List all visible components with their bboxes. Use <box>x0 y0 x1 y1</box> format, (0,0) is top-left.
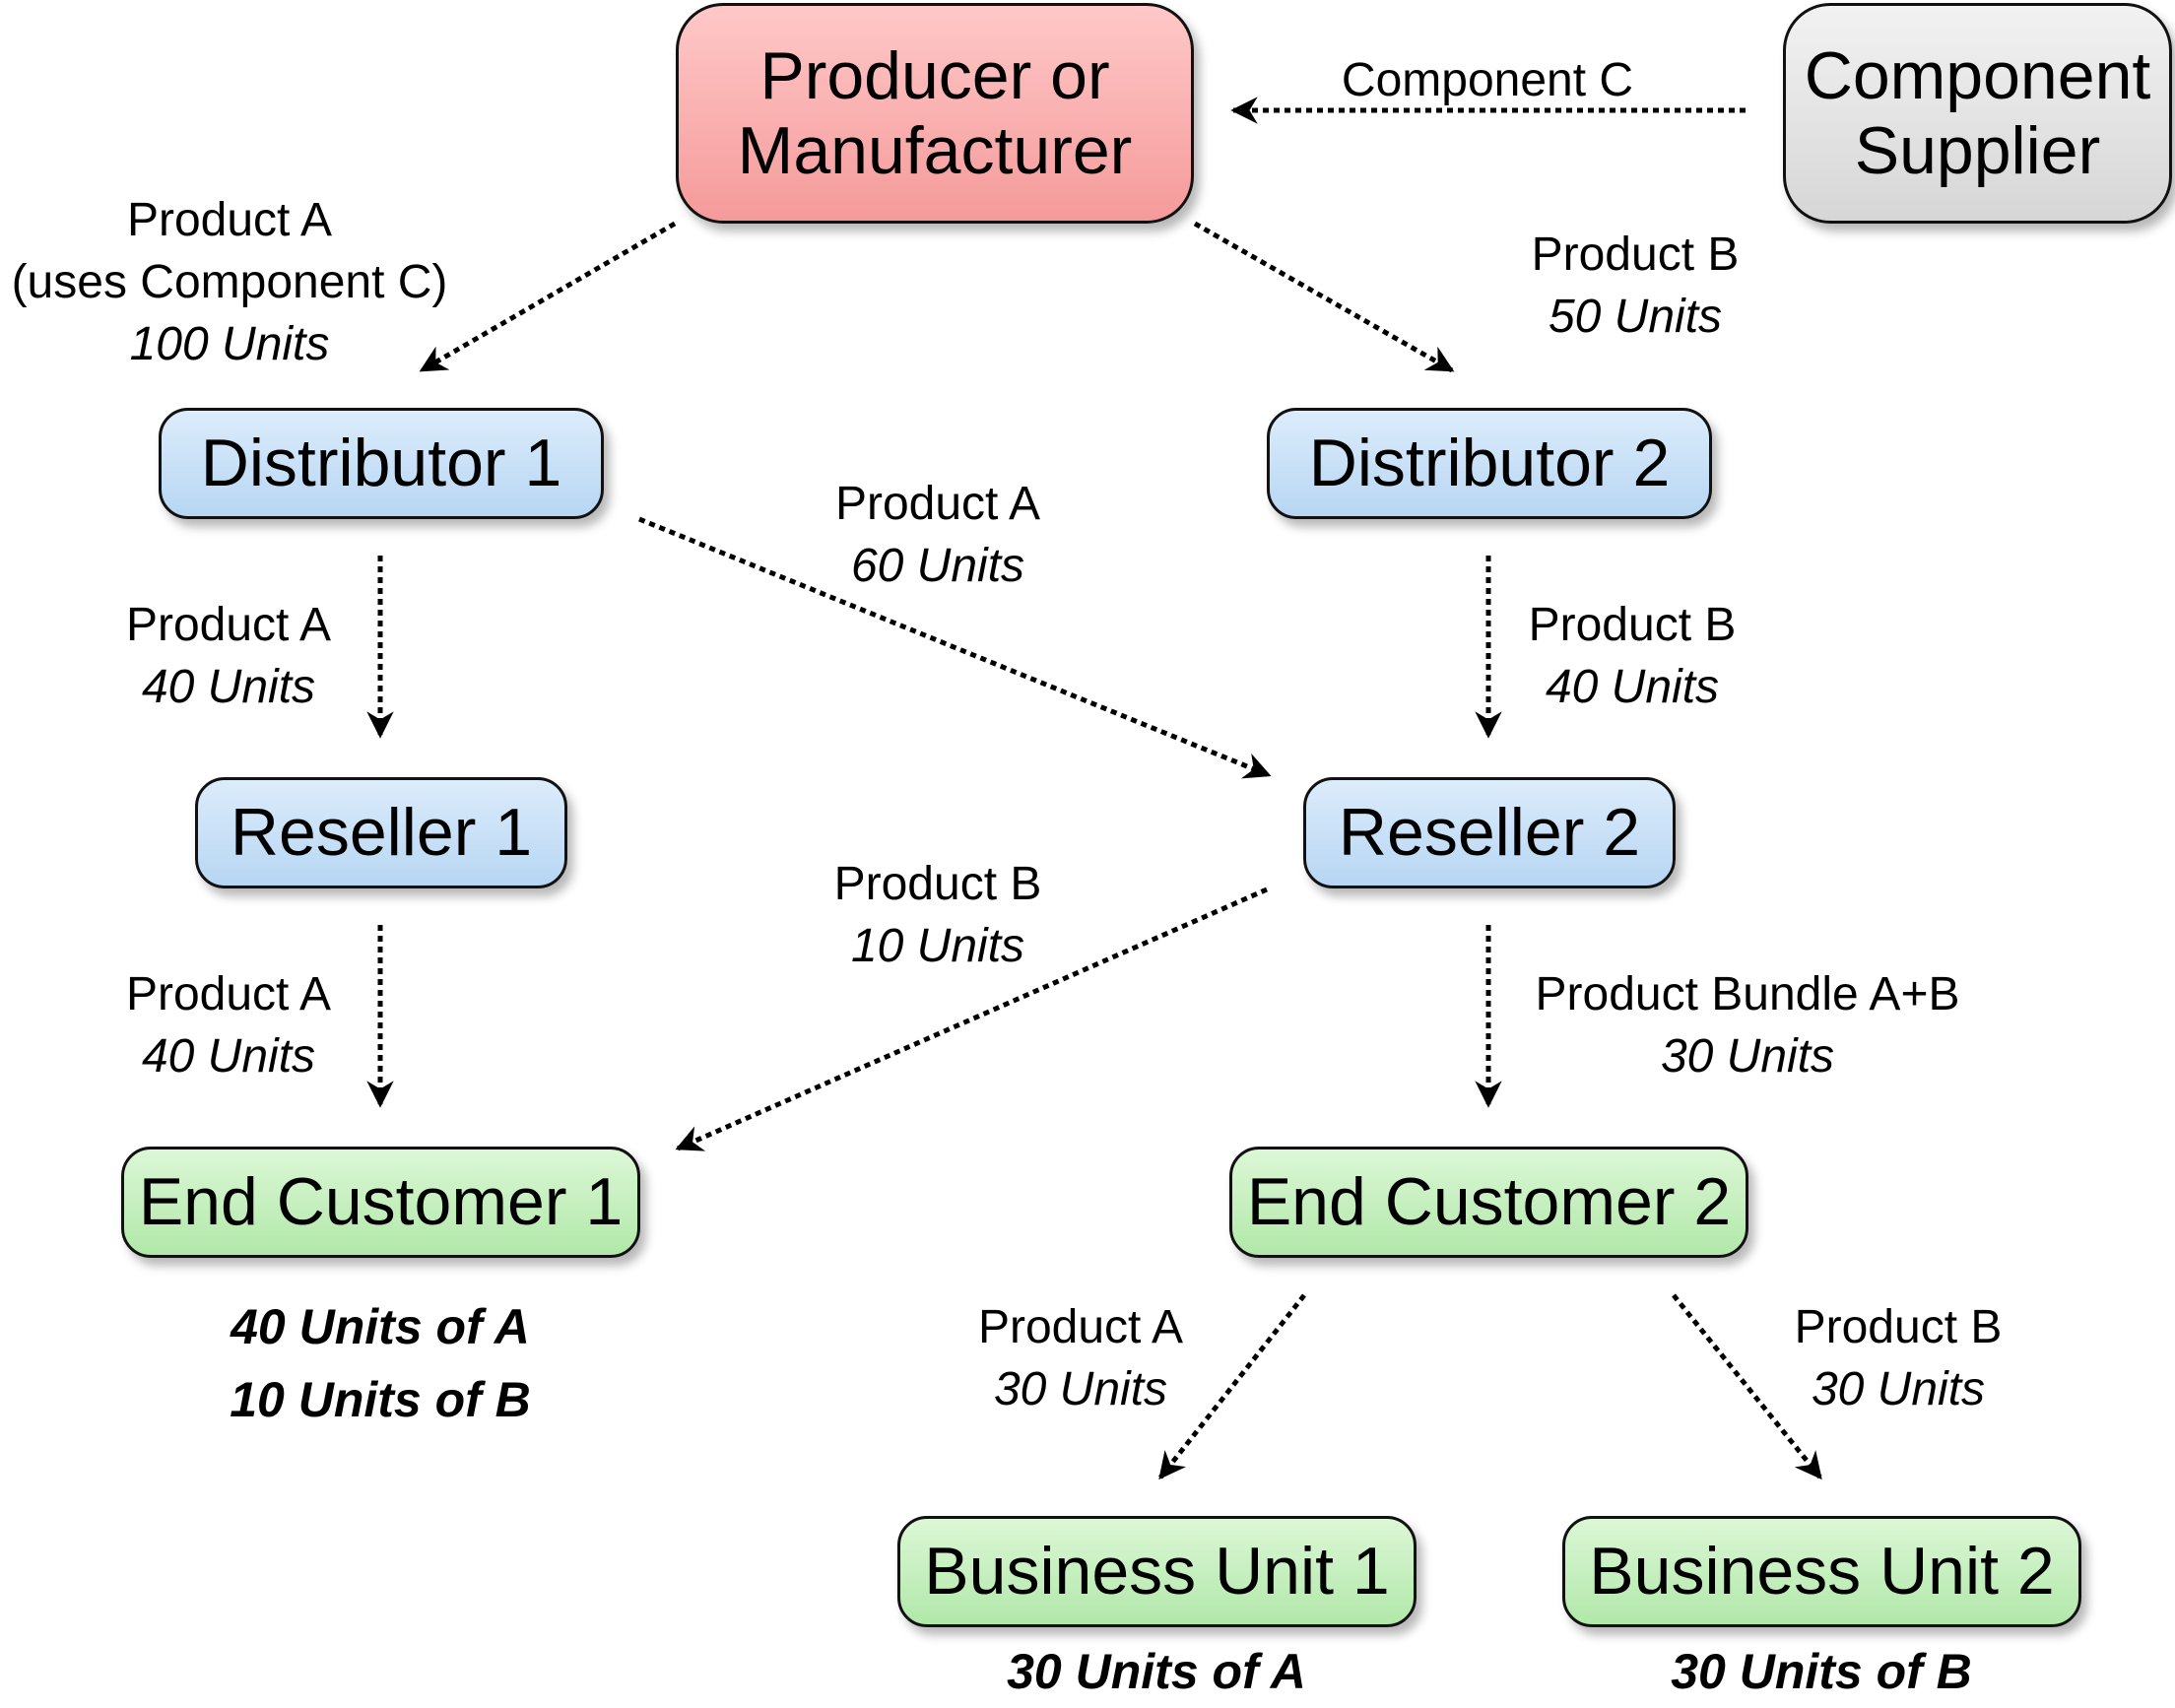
arrow-distributor-1-to-reseller-2 <box>638 516 1272 779</box>
flow-product: Product B <box>1794 1301 2003 1353</box>
total-units-a: 30 Units of A <box>1007 1644 1306 1699</box>
business-unit-1-label: Business Unit 1 <box>924 1534 1390 1609</box>
arrow-reseller-2-to-end-customer-1 <box>675 887 1269 1151</box>
flow-label-distributor-1-to-reseller-2: Product A 60 Units <box>780 473 1095 597</box>
arrow-producer-to-distributor-2 <box>1193 221 1455 373</box>
flow-quantity: 30 Units <box>1811 1363 1986 1415</box>
flow-product: Product B <box>1528 599 1737 651</box>
arrow-producer-to-distributor-1 <box>419 221 677 373</box>
flow-product: Product A <box>125 599 332 651</box>
flow-label-reseller-2-to-end-customer-2: Product Bundle A+B 30 Units <box>1513 963 1982 1087</box>
distributor-2-label: Distributor 2 <box>1308 426 1671 501</box>
business-unit-2-total: 30 Units of B <box>1624 1635 2018 1708</box>
end-customer-1-node: End Customer 1 <box>121 1147 640 1258</box>
total-units-a: 40 Units of A <box>231 1299 530 1354</box>
reseller-2-label: Reseller 2 <box>1338 795 1641 871</box>
flow-quantity: 40 Units <box>141 1030 316 1083</box>
flow-label-reseller-1-to-end-customer-1: Product A 40 Units <box>71 963 386 1087</box>
flow-quantity: 30 Units <box>1660 1030 1835 1083</box>
flow-label-distributor-2-to-reseller-2: Product B 40 Units <box>1475 594 1790 718</box>
end-customer-1-label: End Customer 1 <box>138 1164 624 1240</box>
end-customer-2-label: End Customer 2 <box>1246 1164 1732 1240</box>
flow-label-end-customer-2-to-business-unit-2: Product B 30 Units <box>1741 1296 2056 1420</box>
producer-label: Producer or Manufacturer <box>737 37 1133 188</box>
distributor-1-node: Distributor 1 <box>159 408 604 519</box>
total-units-b: 10 Units of B <box>230 1372 531 1427</box>
distributor-1-label: Distributor 1 <box>200 426 562 501</box>
flow-quantity: 40 Units <box>141 661 316 713</box>
component-supplier-label: Component Supplier <box>1804 37 2151 188</box>
flow-product: Product A <box>125 968 332 1020</box>
reseller-1-node: Reseller 1 <box>195 777 567 888</box>
flow-label-producer-to-distributor-2: Product B 50 Units <box>1478 224 1793 348</box>
flow-product: Product A <box>126 194 333 246</box>
total-units-b: 30 Units of B <box>1671 1644 1972 1699</box>
end-customer-1-totals: 40 Units of A 10 Units of B <box>183 1290 577 1436</box>
distributor-2-node: Distributor 2 <box>1267 408 1712 519</box>
flow-product: Component C <box>1341 54 1634 106</box>
flow-product: Product A <box>834 478 1041 530</box>
flow-quantity: 10 Units <box>850 920 1025 972</box>
flow-quantity: 40 Units <box>1545 661 1720 713</box>
flow-product: Product Bundle A+B <box>1535 968 1960 1020</box>
flow-product: Product B <box>1531 229 1740 281</box>
flow-label-end-customer-2-to-business-unit-1: Product A 30 Units <box>923 1296 1238 1420</box>
flow-quantity: 100 Units <box>129 318 330 370</box>
business-unit-2-label: Business Unit 2 <box>1589 1534 2055 1609</box>
flow-quantity: 60 Units <box>850 540 1025 592</box>
end-customer-2-node: End Customer 2 <box>1229 1147 1748 1258</box>
reseller-1-label: Reseller 1 <box>230 795 533 871</box>
producer-node: Producer or Manufacturer <box>676 3 1194 224</box>
flow-label-distributor-1-to-reseller-1: Product A 40 Units <box>71 594 386 718</box>
flow-product: Product A <box>977 1301 1184 1353</box>
reseller-2-node: Reseller 2 <box>1303 777 1676 888</box>
business-unit-2-node: Business Unit 2 <box>1562 1516 2081 1627</box>
flow-quantity: 30 Units <box>993 1363 1168 1415</box>
flow-label-reseller-2-to-end-customer-1: Product B 10 Units <box>780 853 1095 977</box>
business-unit-1-total: 30 Units of A <box>959 1635 1353 1708</box>
component-supplier-node: Component Supplier <box>1783 3 2172 224</box>
flow-label-producer-to-distributor-1: Product A (uses Component C) 100 Units <box>0 189 459 375</box>
business-unit-1-node: Business Unit 1 <box>897 1516 1417 1627</box>
flow-quantity: 50 Units <box>1548 291 1723 343</box>
flow-label-supplier-to-producer: Component C <box>1330 49 1645 111</box>
flow-product: Product B <box>833 858 1042 910</box>
flow-note: (uses Component C) <box>11 256 448 308</box>
